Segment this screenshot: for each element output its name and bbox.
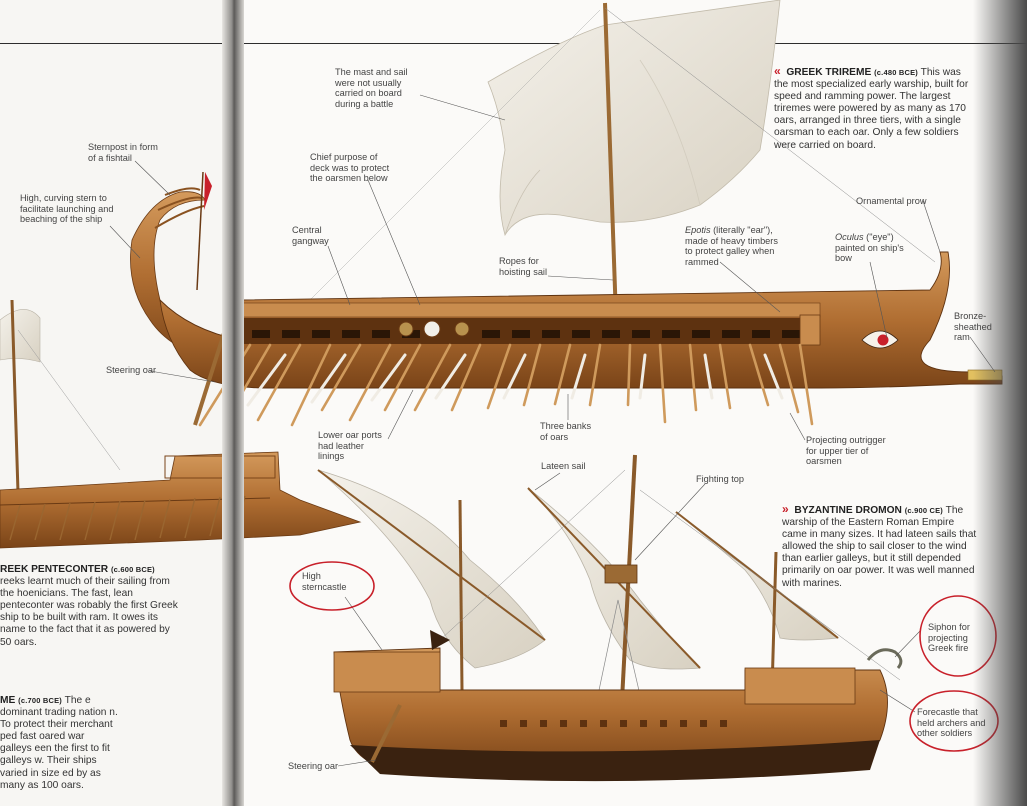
label-outrigger: Projecting outrigger for upper tier of o… [806, 435, 886, 467]
left-page [0, 0, 232, 806]
oculus-text: ("eye") painted on ship's bow [835, 232, 904, 264]
label-steering-oar-trireme: Steering oar [106, 365, 157, 375]
label-high-sterncastle: High sterncastle [302, 571, 347, 592]
right-header-rule-right [772, 43, 1027, 44]
penteconter-illustration [0, 299, 362, 549]
dromon-dark-keel [350, 740, 880, 782]
right-header-rule-left [244, 43, 562, 44]
label-mast-sail: The mast and sail were not usually carri… [335, 67, 408, 109]
label-oar-ports: Lower oar ports had leather linings [318, 430, 382, 462]
trireme-title: GREEK TRIREME [786, 67, 872, 78]
trireme-body: This was the most specialized early wars… [774, 67, 969, 151]
label-lateen-sail: Lateen sail [541, 461, 586, 471]
trireme-date: (c.480 BCE) [874, 68, 918, 77]
oculus-term: Oculus [835, 232, 864, 242]
bireme-date: (c.700 BCE) [18, 696, 63, 705]
bireme-title: ME [0, 695, 16, 706]
fighting-top [604, 564, 638, 584]
penteconter-mast [10, 299, 20, 493]
label-sternpost: Sternpost in form of a fishtail [88, 142, 158, 163]
leader-lines [109, 94, 996, 767]
label-deck: Chief purpose of deck was to protect the… [310, 152, 390, 184]
dromon-body: The warship of the Eastern Roman Empire … [782, 505, 977, 589]
trireme-mast [603, 2, 618, 319]
dromon-title: BYZANTINE DROMON [794, 505, 902, 516]
epotis-text: (literally "ear"), made of heavy timbers… [685, 225, 778, 267]
label-curving-stern: High, curving stern to facilitate launch… [20, 193, 114, 225]
trireme-illustration [130, 0, 1003, 427]
trireme-steering-oar [193, 329, 227, 426]
penteconter-sail [0, 309, 41, 363]
left-header-rule [0, 43, 222, 44]
label-central-gangway: Central gangway [292, 225, 329, 246]
label-bronze-ram: Bronze-sheathed ram [954, 311, 992, 343]
label-forecastle: Forecastle that held archers and other s… [917, 707, 986, 739]
annotation-circle-sterncastle [289, 561, 375, 611]
penteconter-title: REEK PENTECONTER [0, 564, 109, 575]
dromon-illustration [317, 454, 903, 782]
epotis-beam [799, 314, 821, 346]
label-steering-oar-dromon: Steering oar [288, 761, 339, 771]
dromon-forecastle [744, 667, 856, 705]
bireme-caption: ME (c.700 BCE) The e dominant trading na… [0, 695, 118, 792]
dromon-aft-sail [317, 469, 546, 669]
label-ropes: Ropes for hoisting sail [499, 256, 548, 277]
label-epotis: Epotis (literally "ear"), made of heavy … [685, 225, 781, 267]
penteconter-body: reeks learnt much of their sailing from … [0, 576, 178, 648]
label-ornamental-prow: Ornamental prow [856, 196, 927, 206]
chevron-left-icon: « [774, 64, 781, 78]
dromon-sterncastle [333, 651, 441, 693]
trireme-stern [130, 191, 216, 361]
bireme-body: The e dominant trading nation n. To prot… [0, 695, 118, 791]
stern-pennant [204, 172, 212, 210]
penteconter-caption: REEK PENTECONTER (c.600 BCE) reeks learn… [0, 564, 178, 649]
epotis-term: Epotis [685, 225, 711, 235]
penteconter-date: (c.600 BCE) [110, 565, 155, 574]
label-oculus: Oculus ("eye") painted on ship's bow [835, 232, 905, 264]
dromon-caption: » BYZANTINE DROMON (c.900 CE) The warshi… [782, 503, 978, 590]
chevron-down-icon: » [782, 502, 789, 516]
label-fighting-top: Fighting top [696, 474, 745, 484]
dromon-date: (c.900 CE) [904, 506, 944, 515]
label-three-banks: Three banks of oars [540, 421, 592, 442]
trireme-caption: « GREEK TRIREME (c.480 BCE) This was the… [774, 65, 969, 152]
page-corner-shadow [937, 0, 1027, 806]
label-siphon: Siphon for projecting Greek fire [928, 622, 970, 654]
greek-fire-siphon [866, 648, 903, 669]
trireme-sail [487, 0, 781, 236]
book-gutter [222, 0, 244, 806]
dromon-steering-oar [370, 704, 402, 763]
